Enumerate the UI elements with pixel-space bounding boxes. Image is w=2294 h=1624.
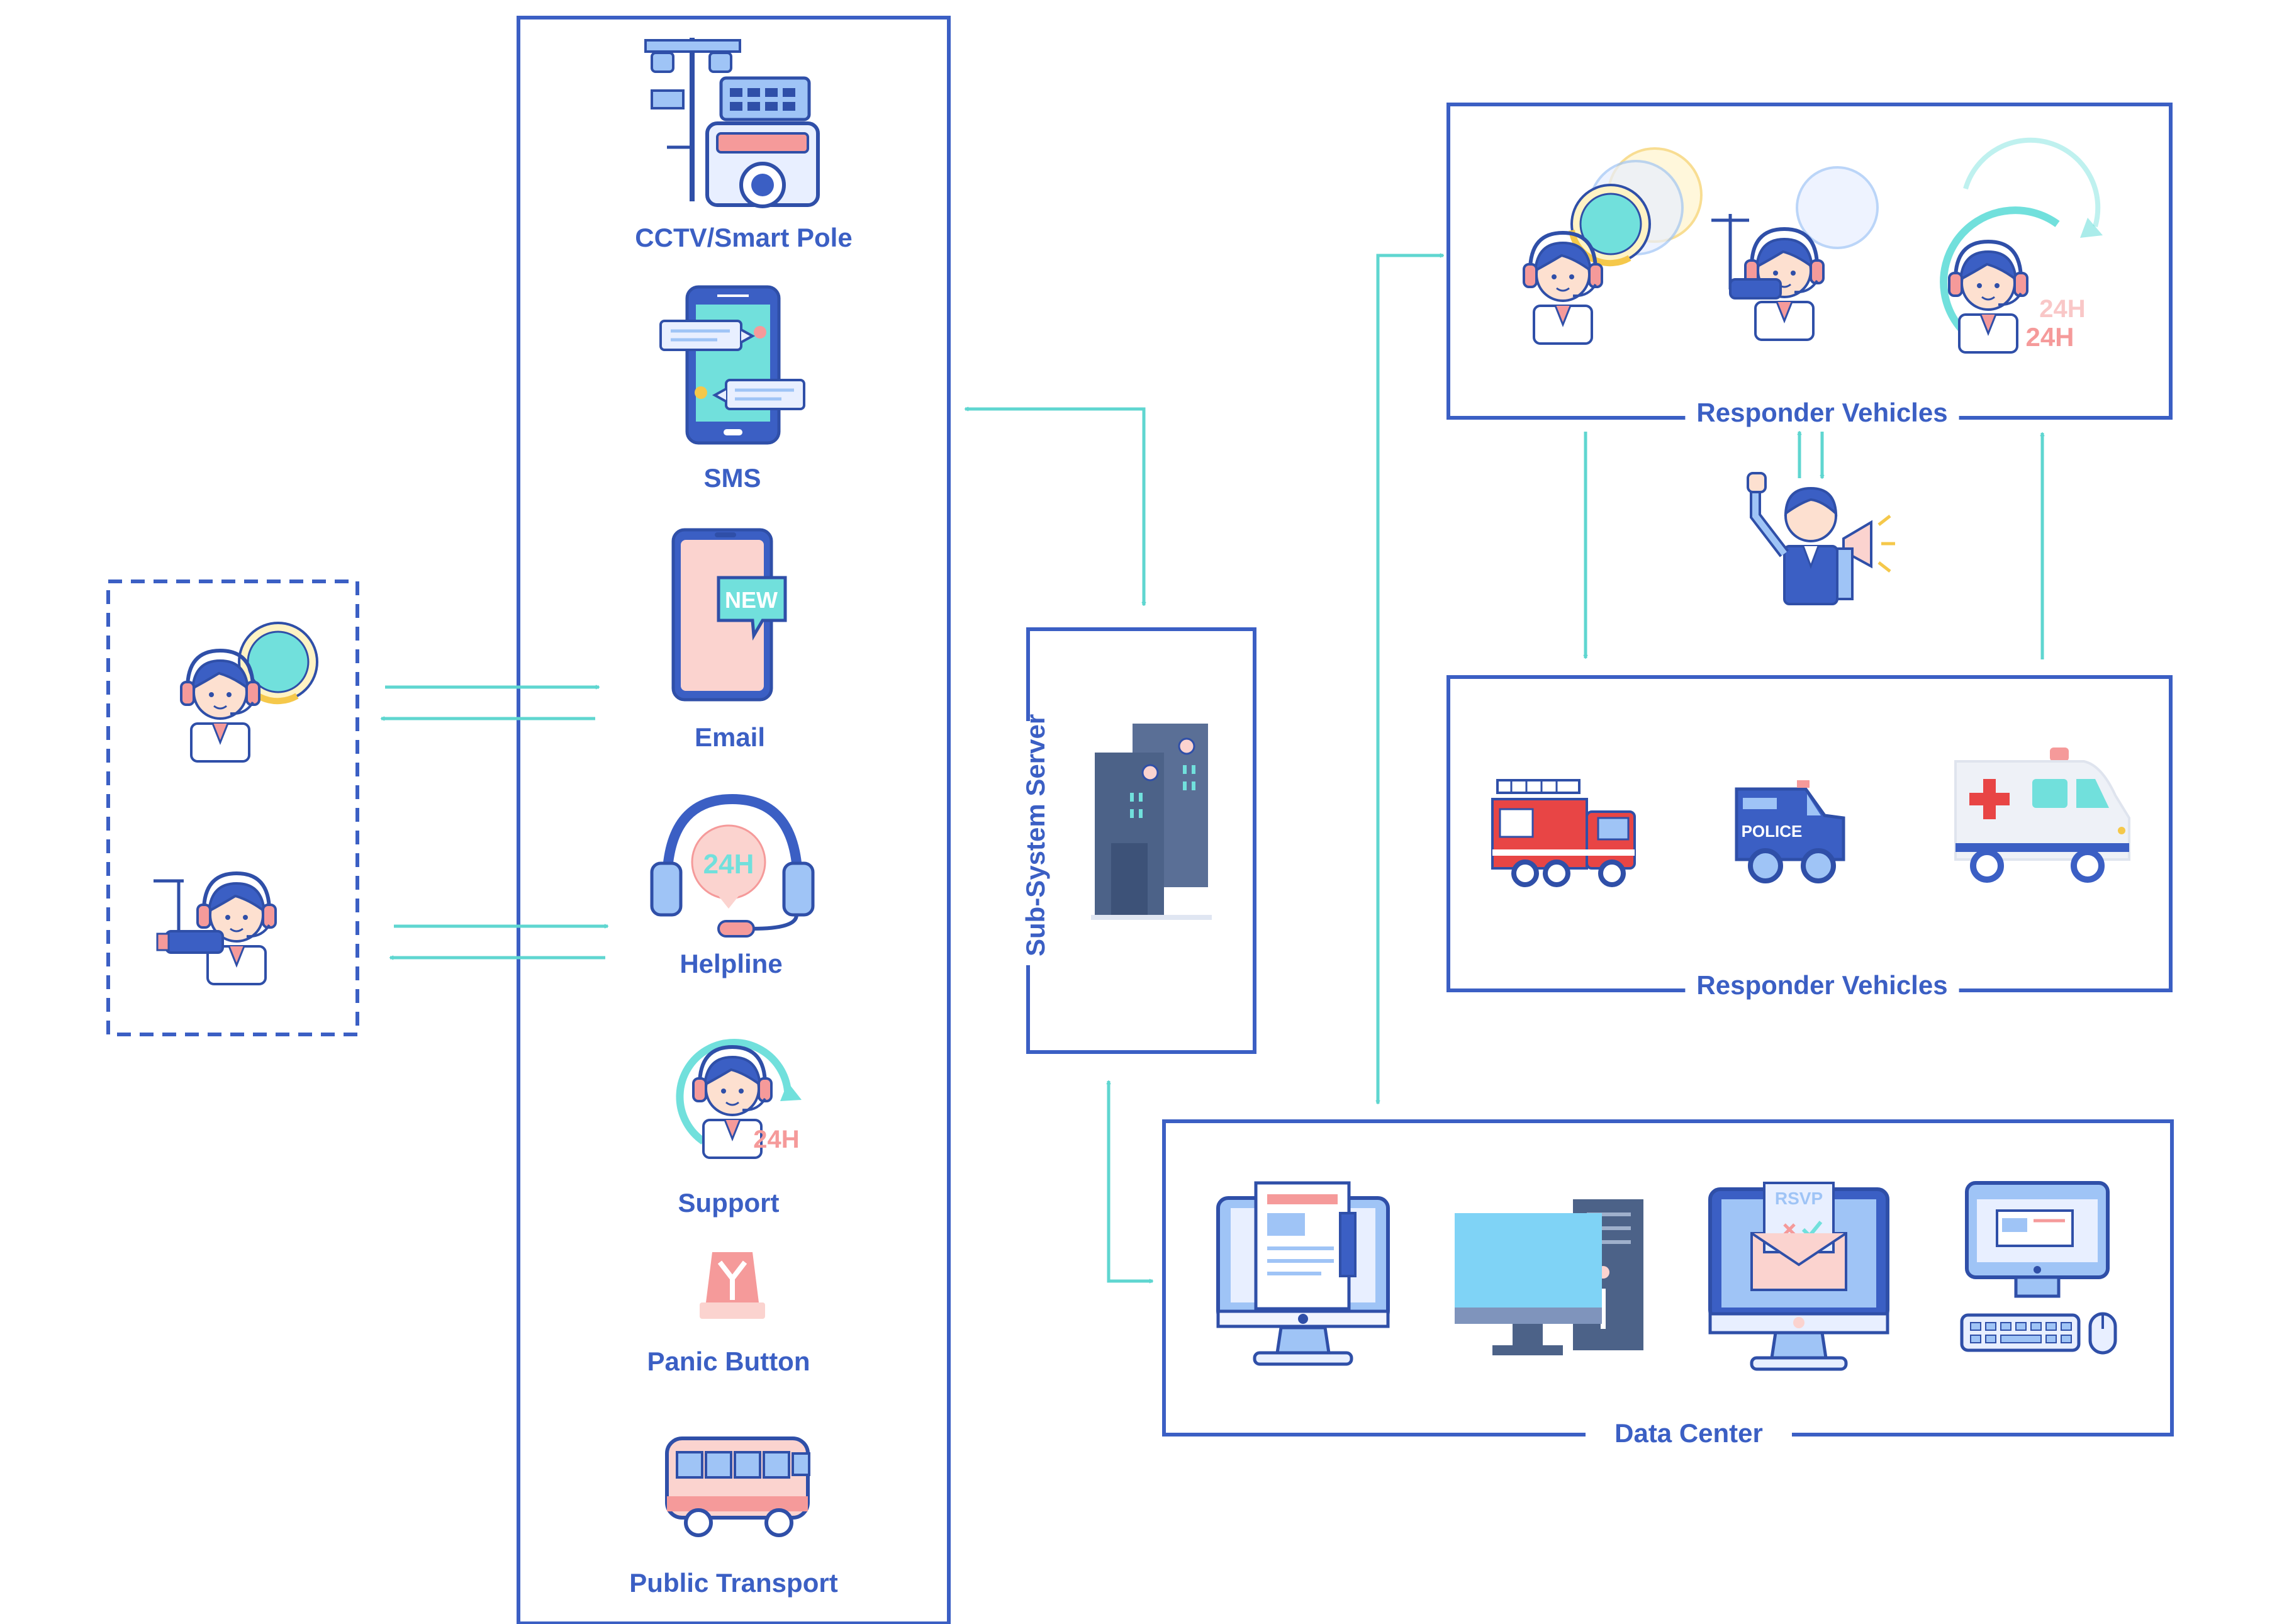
support-24h-icon: 24H — [676, 1039, 802, 1158]
channel-label-helpline: Helpline — [680, 949, 782, 978]
responder-support-24h-icon: 24H 24H — [1940, 137, 2103, 352]
channels-box — [517, 16, 951, 1624]
responder-24h-ghost-text: 24H — [2039, 295, 2085, 323]
responder-operator-24h-icon — [1524, 147, 1703, 344]
responders-vehicles-label: Responder Vehicles — [1696, 970, 1947, 1000]
monitor-rsvp-mail-icon: RSVP — [1708, 1182, 1889, 1371]
rsvp-text: RSVP — [1775, 1189, 1823, 1208]
cctv-smart-pole-icon — [644, 38, 820, 208]
responders-top-label: Responder Vehicles — [1696, 398, 1947, 427]
ambulance-icon — [1954, 748, 2130, 883]
channel-label-cctv: CCTV/Smart Pole — [635, 223, 852, 252]
channel-label-support: Support — [678, 1188, 780, 1218]
dispatcher-megaphone-icon — [1747, 472, 1895, 605]
channel-label-transport: Public Transport — [629, 1568, 837, 1598]
email-new-phone-icon: NEW — [671, 528, 787, 702]
helpline-24h-text: 24H — [703, 849, 754, 880]
fire-truck-icon — [1491, 779, 1636, 887]
operators-box — [106, 580, 359, 1036]
channel-label-panic: Panic Button — [647, 1347, 810, 1376]
sms-phone-icon — [659, 285, 805, 445]
computer-keyboard-mouse-icon — [1960, 1181, 2117, 1355]
arrow-channels-server — [965, 409, 1144, 605]
public-transport-bus-icon — [665, 1436, 810, 1537]
responder-24h-text: 24H — [2025, 322, 2074, 352]
operator-24h-icon — [181, 623, 317, 761]
operator-headset-icon — [154, 873, 276, 984]
panic-siren-icon — [700, 1252, 765, 1319]
arrows — [381, 255, 2042, 1281]
channel-label-sms: SMS — [703, 463, 761, 493]
responders-vehicles-label-backing — [1685, 968, 1959, 1002]
building-server-icon — [1091, 724, 1212, 920]
police-van-icon: POLICE — [1735, 780, 1845, 883]
channel-label-email: Email — [695, 722, 765, 752]
arrow-datacenter-responders — [1378, 255, 1443, 1104]
police-text: POLICE — [1742, 822, 1803, 841]
server-label: Sub-System Server — [1021, 714, 1051, 965]
data-center-label: Data Center — [1586, 1418, 1792, 1448]
support-24h-text: 24H — [753, 1126, 799, 1153]
new-badge-text: NEW — [725, 587, 778, 613]
responders-top-label-backing — [1685, 395, 1959, 430]
arrow-server-datacenter — [1109, 1081, 1153, 1281]
helpline-headset-icon: 24H — [650, 793, 815, 938]
desktop-computer-icon — [1455, 1199, 1643, 1355]
monitor-document-icon — [1216, 1181, 1390, 1366]
responder-operator-headset-icon — [1711, 166, 1879, 340]
